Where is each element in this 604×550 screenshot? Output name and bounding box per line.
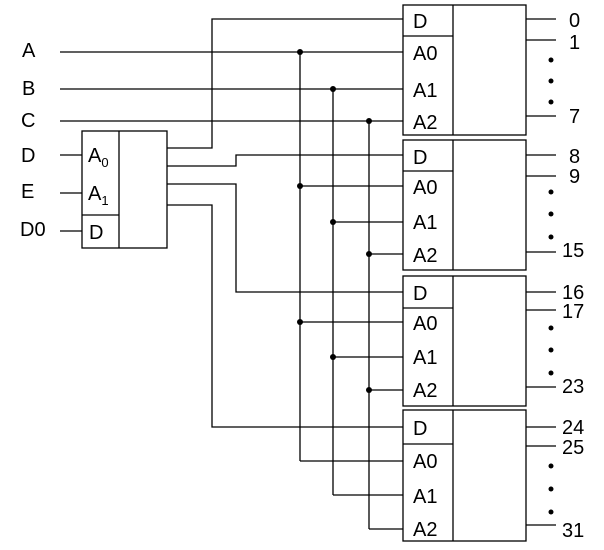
output-label: 24 xyxy=(562,417,584,439)
first-stage-demux: A0 A1 D xyxy=(81,130,168,249)
input-label-e: E xyxy=(21,181,34,203)
input-label-a: A xyxy=(22,40,36,62)
block-address-0-label: A0 xyxy=(413,177,437,199)
wire-stage-output-1 xyxy=(167,154,403,167)
block-address-2-label: A2 xyxy=(413,519,437,541)
output-label: 1 xyxy=(569,32,580,54)
output-label: 8 xyxy=(569,146,580,168)
ellipsis-dot xyxy=(548,509,554,515)
input-label-d0: D0 xyxy=(20,219,46,241)
block-address-0-label: A0 xyxy=(413,313,437,335)
block-address-0-label: A0 xyxy=(413,43,437,65)
first-stage-address-0-label: A0 xyxy=(88,145,109,170)
junction-dot xyxy=(366,118,372,124)
output-label: 9 xyxy=(569,166,580,188)
input-label-b: B xyxy=(22,78,35,100)
block-address-1-label: A1 xyxy=(413,486,437,508)
demux-block-2: D A0 A1 A2 8 9 15 xyxy=(402,139,584,271)
demux-block-1: D A0 A1 A2 0 1 7 xyxy=(402,4,580,136)
first-stage-address-1-label: A1 xyxy=(88,183,109,208)
junction-dot xyxy=(330,219,336,225)
ellipsis-dot xyxy=(548,189,554,195)
output-label: 31 xyxy=(562,520,584,542)
ellipsis-dot xyxy=(548,347,554,353)
ellipsis-dot xyxy=(548,370,554,376)
block-data-label: D xyxy=(413,418,427,440)
ellipsis-dot xyxy=(548,99,554,105)
junction-dot xyxy=(297,183,303,189)
first-stage-data-label: D xyxy=(89,222,103,244)
junction-dot xyxy=(297,319,303,325)
junction-dot xyxy=(330,86,336,92)
ellipsis-dot xyxy=(548,234,554,240)
block-data-label: D xyxy=(413,147,427,169)
junction-dot xyxy=(366,387,372,393)
wire-stage-output-0 xyxy=(167,18,403,149)
junction-dot xyxy=(366,251,372,257)
ellipsis-dot xyxy=(548,57,554,63)
block-data-label: D xyxy=(413,283,427,305)
wire-stage-output-2 xyxy=(167,183,403,293)
junction-dot xyxy=(297,49,303,55)
output-label: 23 xyxy=(562,376,584,398)
output-label: 16 xyxy=(562,282,584,304)
ellipsis-dot xyxy=(548,486,554,492)
block-address-1-label: A1 xyxy=(413,212,437,234)
output-label: 15 xyxy=(562,240,584,262)
block-data-label: D xyxy=(413,11,427,33)
block-address-0-label: A0 xyxy=(413,451,437,473)
ellipsis-dot xyxy=(548,78,554,84)
ellipsis-dot xyxy=(548,325,554,331)
block-address-2-label: A2 xyxy=(413,112,437,134)
demux-block-3: D A0 A1 A2 16 17 23 xyxy=(402,275,584,407)
demux-block-4: D A0 A1 A2 24 25 31 xyxy=(402,409,584,542)
ellipsis-dot xyxy=(548,463,554,469)
wire-stage-output-3 xyxy=(167,204,403,428)
output-label: 7 xyxy=(569,106,580,128)
block-address-2-label: A2 xyxy=(413,245,437,267)
block-address-2-label: A2 xyxy=(413,380,437,402)
junction-dot xyxy=(330,354,336,360)
block-address-1-label: A1 xyxy=(413,80,437,102)
input-label-d: D xyxy=(21,145,35,167)
output-label: 25 xyxy=(562,437,584,459)
input-label-c: C xyxy=(21,110,35,132)
output-label: 0 xyxy=(569,10,580,32)
ellipsis-dot xyxy=(548,211,554,217)
output-label: 17 xyxy=(562,301,584,323)
block-address-1-label: A1 xyxy=(413,347,437,369)
